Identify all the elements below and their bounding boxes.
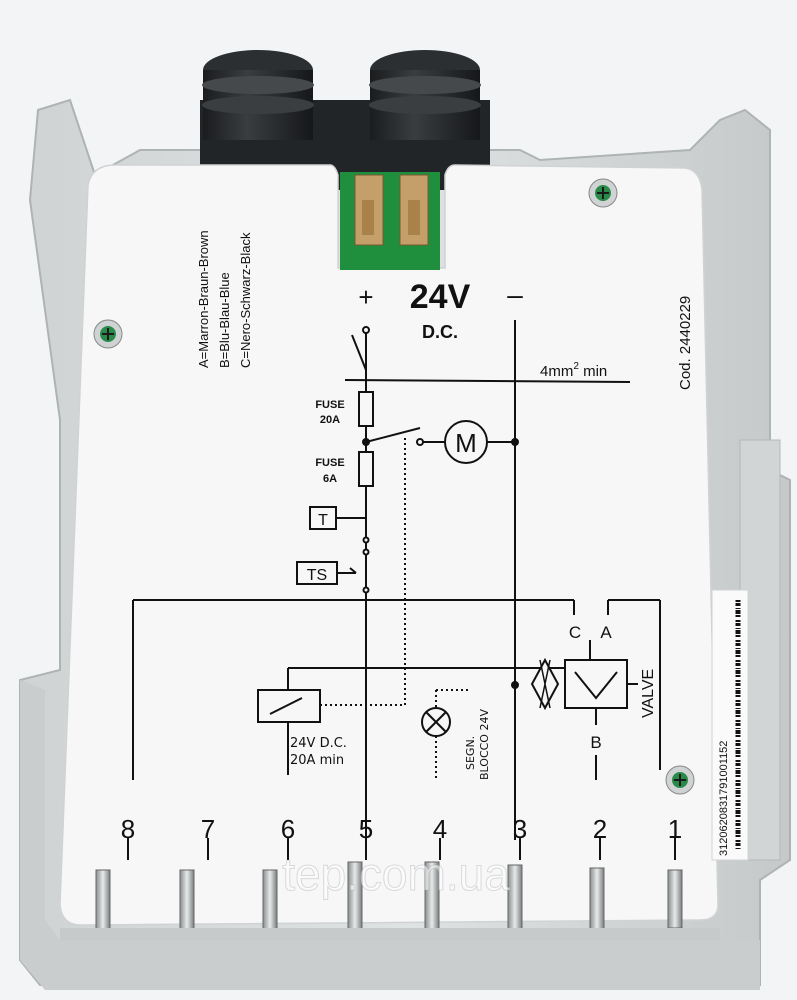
- terminal-6: 6: [281, 814, 295, 844]
- terminal-7: 7: [201, 814, 215, 844]
- valve-pin-b: B: [590, 733, 601, 752]
- diagram-label: [59, 164, 719, 926]
- thermostat-t: T: [318, 512, 328, 529]
- supply-voltage: 24V: [410, 278, 471, 316]
- terminal-3: 3: [513, 814, 527, 844]
- fuse-2-rating: 6A: [323, 473, 337, 485]
- legend-c: C=Nero-Schwarz-Black: [238, 232, 253, 368]
- valve-label: VALVE: [640, 669, 657, 718]
- barcode-number: 3120620831791001152: [718, 741, 730, 856]
- fuse-1-rating: 20A: [320, 414, 340, 426]
- lockout-signal-2: BLOCCO 24V: [478, 709, 491, 780]
- color-legend: A=Marron-Braun-Brown B=Blu-Blau-Blue C=N…: [196, 230, 253, 368]
- terminal-4: 4: [433, 814, 447, 844]
- current-type: D.C.: [422, 322, 458, 342]
- terminal-numbers: 8 7 6 5 4 3 2 1: [121, 814, 682, 844]
- plus-sign: +: [358, 282, 373, 312]
- screw-bottom-right: [665, 765, 695, 795]
- lockout-signal-1: SEGN.: [464, 736, 477, 770]
- relay-rating-2: 20A min: [290, 753, 344, 768]
- minus-sign: –: [507, 279, 523, 310]
- screw-top-right: [588, 178, 618, 208]
- valve-pin-c: C: [569, 623, 581, 642]
- thermostat-ts: TS: [307, 567, 327, 584]
- watermark: tep.com.ua: [282, 848, 510, 900]
- wiring-schematic: [127, 320, 676, 860]
- relay-rating-1: 24V D.C.: [290, 736, 347, 751]
- legend-a: A=Marron-Braun-Brown: [196, 230, 211, 368]
- legend-b: B=Blu-Blau-Blue: [217, 272, 232, 368]
- terminal-8: 8: [121, 814, 135, 844]
- fuse-1-label: FUSE: [315, 399, 344, 411]
- product-code: Cod. 2440229: [677, 296, 694, 390]
- motor-symbol: M: [455, 428, 477, 458]
- barcode-sticker: 3120620831791001152: [711, 589, 749, 861]
- screw-top-left: [93, 319, 123, 349]
- terminal-5: 5: [359, 814, 373, 844]
- pcb-spade-contacts: [340, 172, 440, 270]
- spade-terminals: [60, 861, 720, 940]
- valve-pin-a: A: [600, 623, 612, 642]
- terminal-2: 2: [593, 814, 607, 844]
- fuse-2-label: FUSE: [315, 457, 344, 469]
- terminal-1: 1: [668, 814, 682, 844]
- wire-spec: 4mm2 min: [540, 361, 607, 380]
